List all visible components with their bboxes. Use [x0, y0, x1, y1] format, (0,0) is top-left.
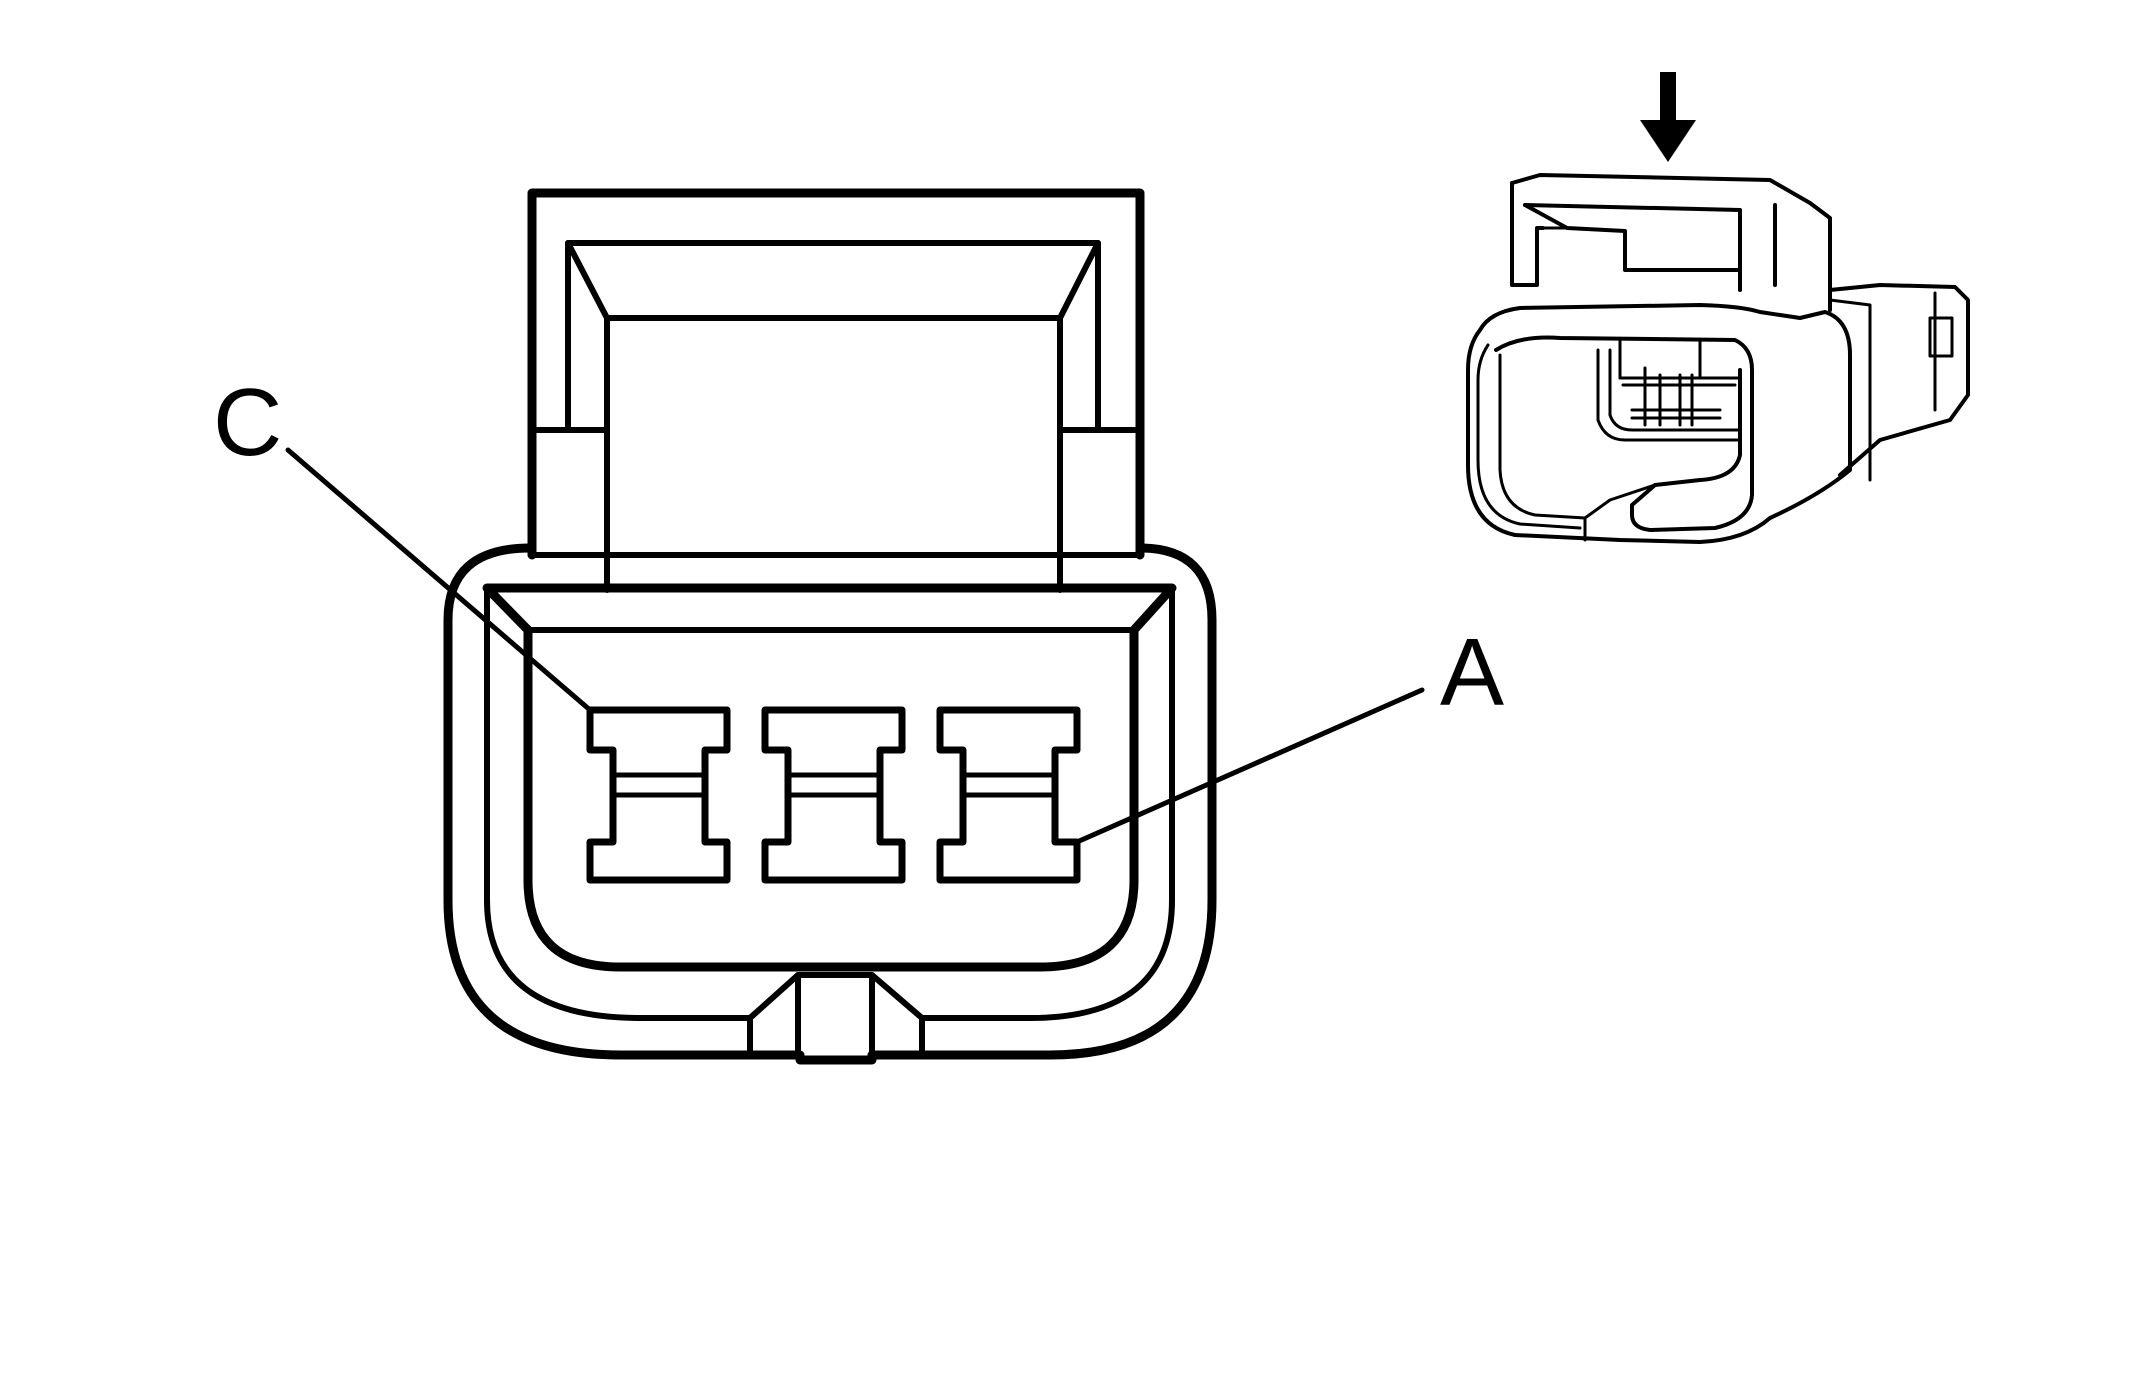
- iso-front-housing: [1466, 303, 1852, 544]
- pin-label-c: C: [213, 369, 282, 476]
- terminal-cavity-c: [586, 706, 731, 884]
- leader-line-a: [1074, 687, 1425, 845]
- locking-tab: [527, 188, 1145, 593]
- housing-outer: [443, 543, 1217, 1065]
- terminal-cavity-a: [936, 706, 1081, 884]
- pin-label-a: A: [1440, 619, 1504, 726]
- leader-line-c: [285, 447, 593, 713]
- connector-face-view: [285, 188, 1425, 1065]
- terminal-cavity-b: [761, 706, 906, 884]
- connector-iso-view: [1466, 72, 1970, 544]
- connector-face: [482, 583, 1177, 972]
- keyway-notch: [747, 972, 925, 1061]
- view-direction-arrow-icon: [1640, 72, 1696, 162]
- housing-inner-rim: [484, 585, 1175, 1021]
